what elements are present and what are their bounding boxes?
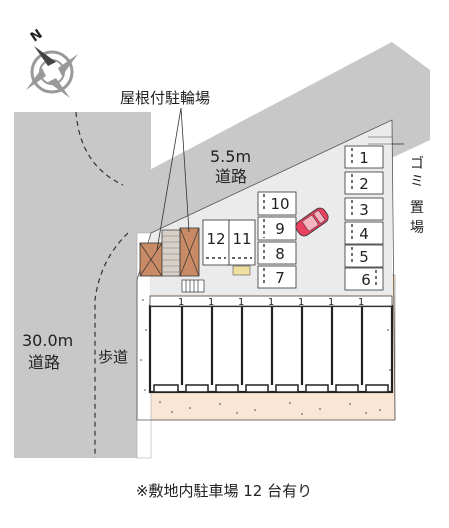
bike-parking-label: 屋根付駐輪場	[120, 89, 210, 107]
road-5-5m	[72, 42, 430, 270]
parking-number-6: 6	[361, 271, 371, 289]
parking-space-8	[257, 241, 297, 265]
parking-number-8: 8	[275, 245, 285, 263]
unit-mark-2: 1	[208, 297, 214, 308]
parking-number-4: 4	[359, 225, 369, 243]
parking-spaces	[202, 145, 384, 291]
parking-number-10: 10	[270, 195, 289, 213]
parking-space-5	[344, 244, 384, 268]
svg-text:場: 場	[410, 220, 424, 236]
bike-parking	[139, 107, 200, 277]
parking-number-2: 2	[359, 175, 369, 193]
parking-number-9: 9	[275, 220, 285, 238]
road-curve-dash-2	[94, 232, 129, 458]
unit-mark-6: 1	[328, 297, 334, 308]
stairs	[181, 279, 205, 293]
parking-space-10	[257, 191, 297, 216]
road-east-width: 5.5m	[210, 147, 251, 166]
parking-space-3	[344, 197, 384, 221]
unit-mark-3: 1	[238, 297, 244, 308]
compass-icon	[26, 46, 78, 98]
parking-number-11: 11	[232, 230, 251, 248]
parking-space-7	[257, 265, 297, 289]
road-main-width: 30.0m	[22, 331, 73, 350]
road-east-word: 道路	[215, 167, 247, 186]
parking-number-12: 12	[206, 230, 225, 248]
garbage-area	[368, 136, 404, 145]
parking-space-2	[344, 171, 384, 195]
parking-number-1: 1	[359, 149, 369, 167]
parking-number-5: 5	[359, 248, 369, 266]
road-main-word: 道路	[28, 353, 60, 372]
parking-number-3: 3	[359, 201, 369, 219]
parking-space-4	[344, 221, 384, 245]
road-curve-dash	[75, 111, 124, 186]
parking-number-7: 7	[275, 269, 285, 287]
road-corner	[14, 112, 151, 270]
site-boundary	[136, 119, 396, 421]
parking-space-6	[344, 267, 384, 291]
unit-mark-1: 1	[178, 297, 184, 308]
svg-text:置: 置	[410, 200, 424, 216]
svg-text:ゴ: ゴ	[410, 155, 424, 172]
unit-mark-4: 1	[268, 297, 274, 308]
equipment-box	[232, 265, 251, 276]
compass-north-letter: N	[28, 27, 46, 46]
brick-wall	[161, 229, 181, 277]
svg-text:ミ: ミ	[410, 174, 424, 190]
space-dashes	[206, 148, 377, 288]
unit-mark-7: 1	[358, 297, 364, 308]
garbage-label: ゴ ミ 置 場	[410, 155, 424, 236]
sidewalk-label: 歩道	[98, 348, 128, 366]
ground-texture	[140, 299, 391, 415]
car-icon	[295, 207, 329, 237]
parking-space-1	[344, 145, 384, 169]
unit-mark-5: 1	[298, 297, 304, 308]
footnote: ※敷地内駐車場 12 台有り	[136, 482, 312, 500]
apartment-building	[148, 295, 394, 394]
